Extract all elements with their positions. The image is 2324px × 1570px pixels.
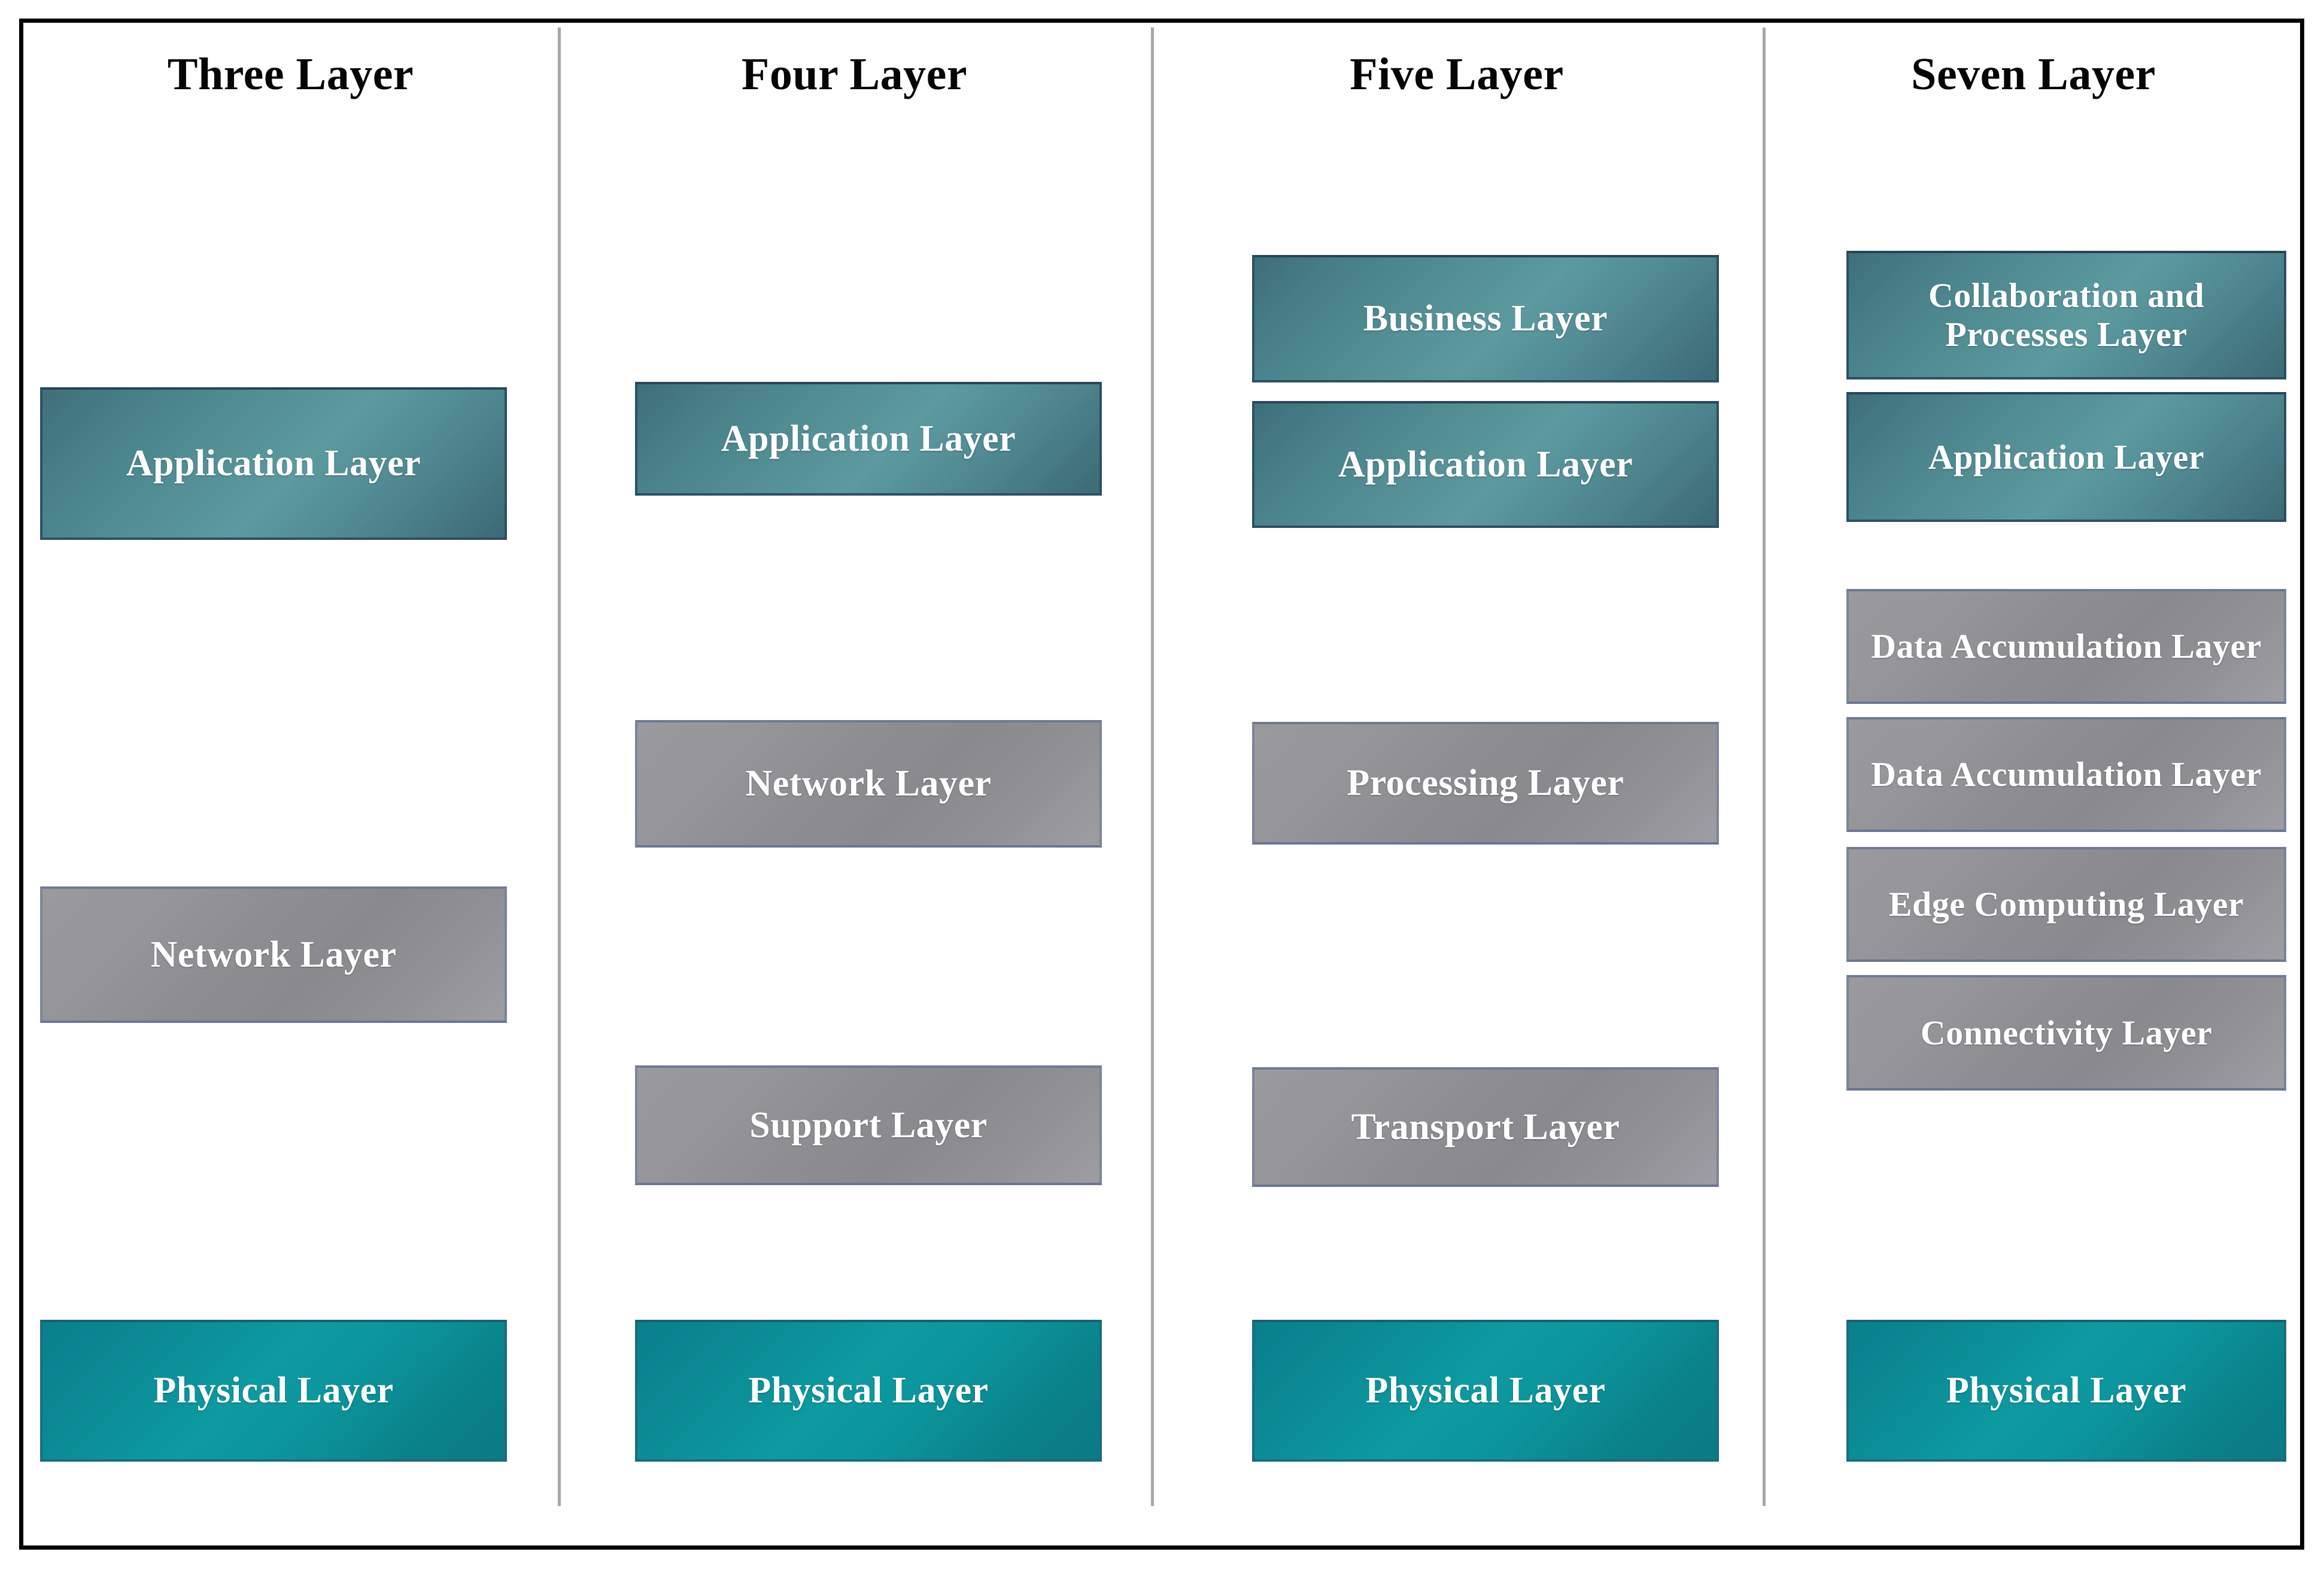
layer-box-seven-data-accumulation-1[interactable]: Data Accumulation Layer — [1846, 589, 2286, 704]
layer-box-five-physical[interactable]: Physical Layer — [1252, 1320, 1719, 1462]
column-header-three-layer: Three Layer — [167, 49, 414, 99]
layer-label: Edge Computing Layer — [1888, 884, 2244, 924]
layer-label: Application Layer — [721, 418, 1016, 459]
layer-box-five-transport[interactable]: Transport Layer — [1252, 1067, 1719, 1187]
layer-label: Transport Layer — [1351, 1106, 1620, 1147]
layer-label: Network Layer — [150, 934, 397, 975]
layer-box-four-application[interactable]: Application Layer — [635, 382, 1102, 496]
layer-box-four-physical[interactable]: Physical Layer — [635, 1320, 1102, 1462]
layer-label: Data Accumulation Layer — [1871, 626, 2262, 666]
layer-label: Physical Layer — [153, 1370, 394, 1411]
layer-box-seven-physical[interactable]: Physical Layer — [1846, 1320, 2286, 1462]
layer-box-three-physical[interactable]: Physical Layer — [40, 1320, 507, 1462]
column-header-seven-layer: Seven Layer — [1911, 49, 2156, 99]
layer-label: Physical Layer — [1946, 1370, 2187, 1411]
layer-box-seven-connectivity[interactable]: Connectivity Layer — [1846, 975, 2286, 1091]
layer-label: Application Layer — [1338, 444, 1633, 485]
layer-label: Physical Layer — [1365, 1370, 1606, 1411]
layer-label: Network Layer — [745, 763, 992, 804]
layer-label: Connectivity Layer — [1920, 1013, 2213, 1052]
layer-box-seven-collaboration[interactable]: Collaboration and Processes Layer — [1846, 251, 2286, 379]
diagram-frame: Three Layer Application Layer Network La… — [19, 19, 2304, 1550]
layer-box-seven-application[interactable]: Application Layer — [1846, 392, 2286, 522]
layer-label: Application Layer — [126, 443, 421, 484]
layer-label: Processing Layer — [1347, 763, 1624, 803]
layer-box-four-network[interactable]: Network Layer — [635, 720, 1102, 848]
column-divider-2 — [1151, 28, 1154, 1506]
column-divider-3 — [1763, 28, 1766, 1506]
layer-label: Data Accumulation Layer — [1871, 754, 2262, 794]
layer-box-five-application[interactable]: Application Layer — [1252, 401, 1719, 528]
layer-box-four-support[interactable]: Support Layer — [635, 1065, 1102, 1185]
layer-label: Physical Layer — [748, 1370, 989, 1411]
layer-label: Business Layer — [1363, 298, 1608, 339]
layer-box-seven-data-accumulation-2[interactable]: Data Accumulation Layer — [1846, 717, 2286, 832]
column-header-five-layer: Five Layer — [1350, 49, 1564, 99]
layer-box-five-business[interactable]: Business Layer — [1252, 255, 1719, 382]
layer-label: Support Layer — [749, 1104, 988, 1146]
column-divider-1 — [558, 28, 561, 1506]
layer-box-three-network[interactable]: Network Layer — [40, 886, 507, 1023]
layer-box-five-processing[interactable]: Processing Layer — [1252, 722, 1719, 845]
layer-label: Collaboration and Processes Layer — [1928, 275, 2205, 354]
layer-box-seven-edge-computing[interactable]: Edge Computing Layer — [1846, 847, 2286, 962]
layer-box-three-application[interactable]: Application Layer — [40, 387, 507, 540]
column-header-four-layer: Four Layer — [741, 49, 968, 99]
layer-label: Application Layer — [1928, 438, 2205, 476]
